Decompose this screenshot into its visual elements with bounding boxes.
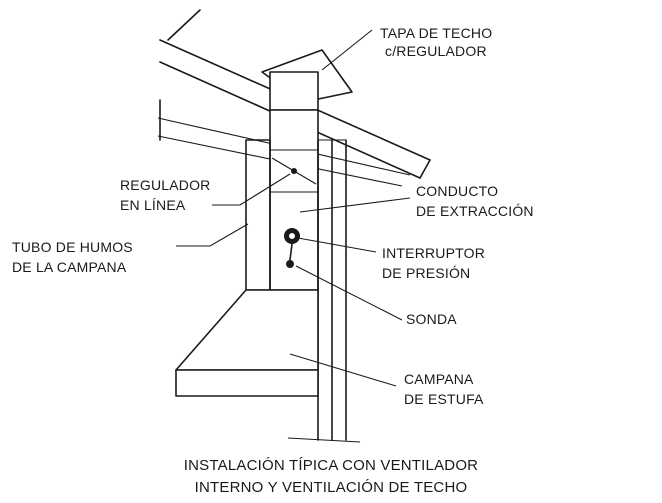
exhaust-duct-label-line1: CONDUCTO — [416, 183, 498, 199]
pressure-switch-label-line1: INTERRUPTOR — [382, 245, 485, 261]
roof-cap-label-line2: c/REGULADOR — [385, 43, 487, 59]
stove-hood-body — [175, 289, 319, 397]
roof-cap — [261, 49, 353, 111]
probe — [286, 260, 294, 268]
probe-label: SONDA — [406, 311, 457, 327]
stove-hood-label-line2: DE ESTUFA — [404, 391, 484, 407]
roof-cap-label-line1: TAPA DE TECHO — [380, 25, 492, 41]
inline-damper-label-line2: EN LÍNEA — [120, 197, 186, 213]
stove-hood-label-line1: CAMPANA — [404, 371, 474, 387]
caption-line2: INTERNO Y VENTILACIÓN DE TECHO — [195, 479, 468, 496]
inline-damper-label-line1: REGULADOR — [120, 177, 210, 193]
inline-damper — [271, 157, 317, 185]
wall — [317, 139, 347, 441]
exhaust-duct — [269, 109, 319, 291]
hood-flue-label-line1: TUBO DE HUMOS — [12, 239, 133, 255]
hood-flue — [245, 139, 271, 291]
leader-lines — [176, 29, 411, 443]
pressure-switch-label-line2: DE PRESIÓN — [382, 265, 470, 281]
caption-line1: INSTALACIÓN TÍPICA CON VENTILADOR — [184, 457, 478, 474]
hood-flue-label-line2: DE LA CAMPANA — [12, 259, 127, 275]
exhaust-duct-label-line2: DE EXTRACCIÓN — [416, 203, 534, 219]
pressure-switch — [284, 228, 300, 261]
